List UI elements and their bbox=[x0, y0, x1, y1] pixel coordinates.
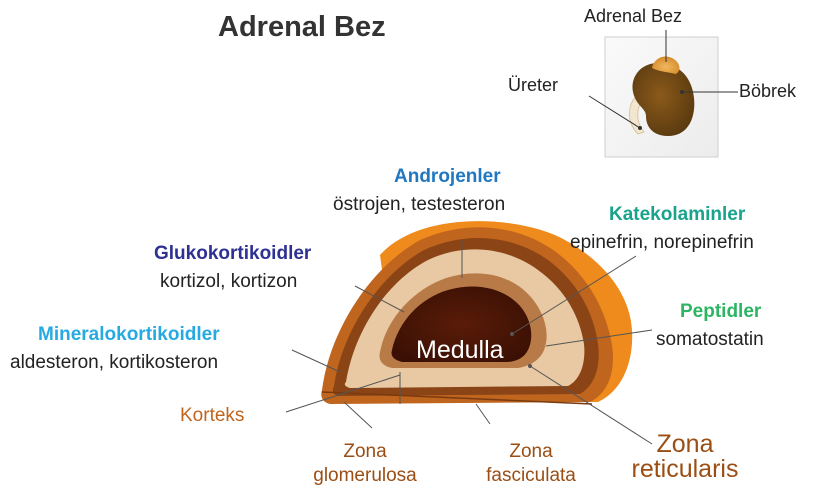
peptidler-heading: Peptidler bbox=[680, 302, 761, 321]
fasciculata-leader bbox=[476, 404, 490, 424]
medulla-label: Medulla bbox=[416, 338, 504, 363]
glomerulosa-leader bbox=[344, 402, 372, 428]
zona-reticularis-label: Zona reticularis bbox=[610, 432, 760, 482]
glukokortikoidler-detail: kortizol, kortizon bbox=[160, 272, 297, 291]
zona-reticularis-line1: Zona bbox=[610, 432, 760, 457]
reticularis-dot bbox=[528, 364, 532, 368]
peptidler-detail: somatostatin bbox=[656, 330, 764, 349]
glukokortikoidler-heading: Glukokortikoidler bbox=[154, 244, 311, 263]
zona-fasciculata-line2: fasciculata bbox=[466, 464, 596, 488]
mineralokortikoidler-heading: Mineralokortikoidler bbox=[38, 325, 220, 344]
kidney-inset bbox=[589, 30, 738, 157]
inset-ureter-label: Üreter bbox=[508, 76, 558, 94]
page-title: Adrenal Bez bbox=[218, 13, 386, 42]
zona-reticularis-line2: reticularis bbox=[610, 457, 760, 482]
zona-glomerulosa-line1: Zona bbox=[300, 440, 430, 464]
androjenler-detail: östrojen, testesteron bbox=[333, 195, 505, 214]
inset-kidney-dot bbox=[680, 90, 684, 94]
zona-fasciculata-label: Zona fasciculata bbox=[466, 440, 596, 488]
inset-kidney-label: Böbrek bbox=[739, 82, 796, 100]
androjenler-heading: Androjenler bbox=[394, 167, 501, 186]
katekolaminler-dot bbox=[510, 332, 514, 336]
mineralokortikoidler-detail: aldesteron, kortikosteron bbox=[10, 353, 218, 372]
katekolaminler-heading: Katekolaminler bbox=[609, 205, 745, 224]
zona-fasciculata-line1: Zona bbox=[466, 440, 596, 464]
inset-adrenal-label: Adrenal Bez bbox=[584, 7, 682, 25]
inset-ureter-dot bbox=[638, 126, 642, 130]
zona-glomerulosa-label: Zona glomerulosa bbox=[300, 440, 430, 488]
korteks-label: Korteks bbox=[180, 406, 244, 425]
katekolaminler-detail: epinefrin, norepinefrin bbox=[570, 233, 754, 252]
zona-glomerulosa-line2: glomerulosa bbox=[300, 464, 430, 488]
